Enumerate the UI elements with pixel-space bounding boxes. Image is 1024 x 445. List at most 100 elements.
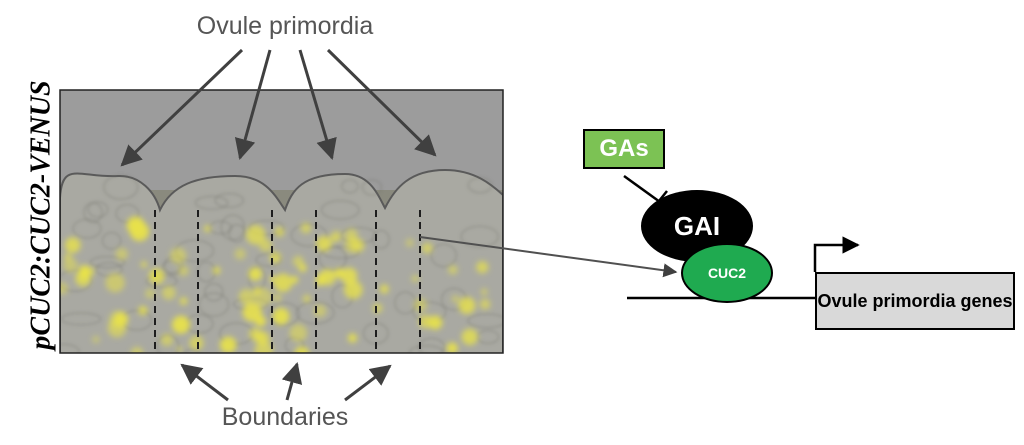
primordia-arrows — [120, 48, 437, 167]
venus-speckle — [176, 346, 183, 353]
cell-outline — [60, 312, 102, 326]
venus-speckle — [204, 225, 211, 233]
venus-speckle — [372, 303, 383, 313]
venus-speckle — [428, 315, 443, 330]
venus-speckle — [448, 265, 458, 275]
venus-speckle — [242, 302, 262, 322]
cell-outline — [204, 283, 224, 302]
venus-speckle — [379, 284, 389, 294]
cell-outline — [320, 200, 360, 220]
venus-speckle — [302, 294, 311, 303]
venus-speckle — [60, 282, 69, 295]
venus-speckle — [405, 238, 414, 247]
venus-signal — [60, 216, 491, 353]
venus-speckle — [458, 297, 476, 314]
gai-label: GAI — [673, 210, 721, 241]
venus-speckle — [234, 248, 246, 260]
venus-speckle — [179, 297, 188, 305]
cell-outline — [103, 174, 139, 200]
venus-speckle — [289, 324, 308, 342]
venus-speckle — [79, 265, 90, 277]
venus-speckle — [334, 268, 345, 279]
venus-speckle — [138, 305, 148, 316]
cuc2-protein: CUC2 — [681, 243, 773, 303]
venus-speckle — [294, 346, 310, 353]
venus-speckle — [63, 258, 78, 273]
venus-speckle — [160, 333, 174, 347]
cell-outline — [372, 229, 390, 249]
target-genes-label: Ovule primordia genes — [817, 291, 1013, 311]
primordia-arrow-2 — [234, 49, 272, 161]
cell-outline — [220, 214, 246, 241]
venus-speckle — [178, 265, 189, 276]
venus-speckle — [290, 276, 299, 284]
venus-speckle — [189, 335, 204, 351]
cell-outline — [418, 337, 445, 353]
venus-speckle — [213, 266, 221, 275]
venus-speckle — [144, 288, 156, 299]
cell-outline — [467, 313, 503, 329]
construct-label: pCUC2:CUC2-VENUS — [26, 80, 58, 350]
venus-speckle — [238, 288, 255, 305]
boundary-arrows — [180, 361, 392, 402]
cell-outline — [87, 201, 109, 218]
primordia-arrow-4 — [326, 48, 437, 157]
cell-outline — [83, 202, 103, 223]
venus-speckle — [326, 271, 335, 279]
venus-speckle — [130, 347, 144, 353]
venus-speckle — [274, 294, 282, 302]
micrograph-panel — [59, 89, 504, 354]
venus-speckle — [300, 222, 312, 234]
venus-speckle — [347, 333, 358, 343]
venus-speckle — [253, 287, 272, 307]
ovule-primordia-label: Ovule primordia — [196, 12, 374, 40]
cell-outline — [101, 232, 122, 250]
venus-speckle — [344, 237, 360, 253]
cell-outline — [430, 243, 457, 268]
venus-speckle — [92, 335, 100, 344]
venus-speckle — [413, 298, 428, 312]
venus-speckle — [148, 268, 165, 285]
cell-outline — [183, 349, 200, 353]
venus-speckle — [64, 237, 81, 254]
venus-speckle — [316, 235, 332, 252]
cell-outline — [361, 179, 383, 196]
venus-speckle — [481, 288, 488, 296]
primordia-arrow-3 — [298, 49, 337, 161]
boundaries-label: Boundaries — [221, 403, 349, 431]
venus-speckle — [113, 312, 129, 327]
inhibition-line — [623, 174, 661, 204]
cell-outline — [460, 225, 499, 248]
venus-speckle — [253, 331, 267, 344]
venus-speckle — [219, 336, 237, 353]
cell-outline — [89, 256, 126, 269]
venus-speckle — [461, 328, 478, 346]
venus-speckle — [316, 278, 324, 286]
cuc2-label: CUC2 — [707, 265, 747, 281]
venus-speckle — [292, 255, 304, 267]
transcription-start-arrow — [813, 236, 860, 272]
venus-speckle — [476, 261, 489, 274]
gas-label: GAs — [599, 135, 649, 162]
venus-speckle — [269, 275, 276, 282]
venus-speckle — [126, 216, 145, 235]
venus-speckle — [331, 234, 339, 242]
venus-speckle — [421, 242, 433, 254]
venus-speckle — [254, 341, 273, 353]
venus-speckle — [274, 226, 285, 237]
boundary-to-cuc2-arrow — [419, 236, 678, 278]
venus-speckle — [340, 267, 358, 285]
cell-outline — [228, 224, 246, 243]
venus-speckle — [446, 342, 458, 353]
venus-speckle — [411, 275, 419, 283]
cell-outline — [341, 179, 359, 194]
venus-speckle — [344, 280, 363, 300]
cell-outline — [467, 177, 493, 194]
venus-speckle — [64, 253, 72, 261]
venus-speckle — [115, 247, 128, 261]
venus-speckle — [451, 295, 459, 303]
venus-speckle — [259, 239, 272, 252]
cell-outline — [60, 343, 80, 353]
